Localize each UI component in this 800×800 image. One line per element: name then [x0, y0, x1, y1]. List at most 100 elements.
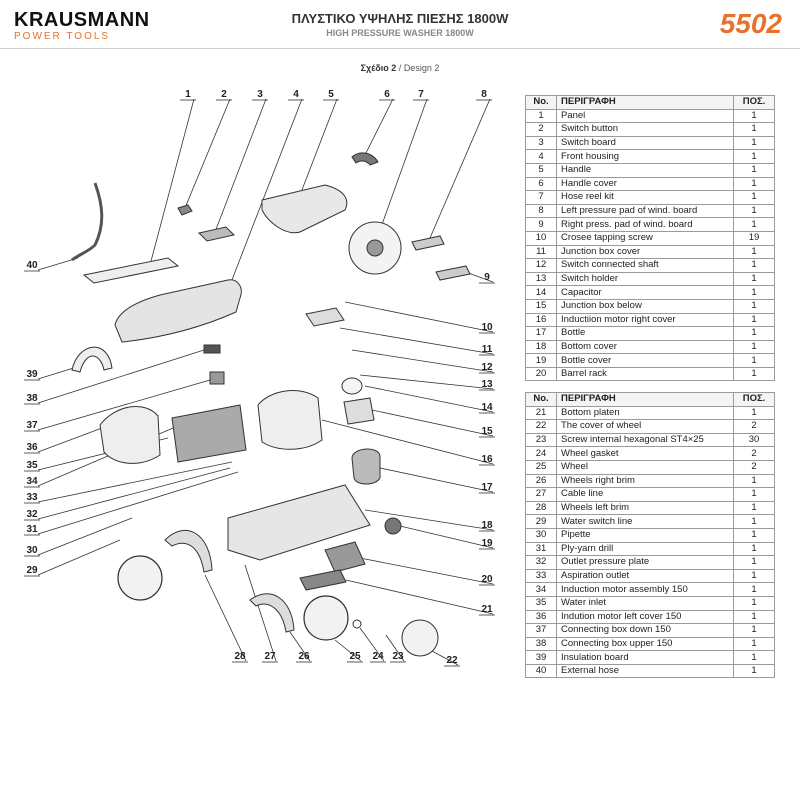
motor-right-cover-drawing — [257, 390, 323, 450]
callout-label: 7 — [418, 89, 424, 100]
part-description: Wheels right brim — [556, 473, 734, 489]
callout-label: 6 — [384, 89, 390, 100]
wheel-cover-drawing — [401, 619, 439, 657]
part-quantity: 1 — [733, 326, 775, 341]
part-number: 19 — [525, 353, 557, 368]
header-divider — [0, 48, 800, 49]
leader-line — [37, 461, 233, 503]
header-description: ΠΕΡΙΓΡΑΦΗ — [556, 392, 734, 407]
left-pressure-pad-drawing — [411, 235, 445, 251]
part-number: 9 — [525, 217, 557, 232]
leader-line — [359, 374, 494, 390]
part-number: 18 — [525, 339, 557, 355]
part-number: 12 — [525, 258, 557, 273]
model-number: 5502 — [719, 8, 782, 39]
leader-line — [37, 517, 133, 556]
part-quantity: 1 — [733, 298, 775, 314]
part-number: 28 — [525, 500, 557, 516]
part-number: 2 — [525, 122, 557, 137]
callout-label: 17 — [481, 482, 493, 493]
part-number: 24 — [525, 446, 557, 461]
leader-line — [37, 379, 211, 431]
leader-line — [364, 385, 494, 413]
barrel-rack-drawing — [324, 541, 366, 573]
part-quantity: 30 — [733, 432, 775, 448]
part-number: 34 — [525, 582, 557, 597]
part-description: Switch connected shaft — [556, 258, 734, 273]
leader-line — [379, 467, 494, 493]
handle-cover-drawing — [351, 152, 379, 166]
part-quantity: 1 — [733, 258, 775, 273]
part-description: Panel — [556, 108, 734, 124]
leader-line — [229, 98, 303, 286]
callout-label: 31 — [26, 524, 38, 535]
callout-label: 16 — [481, 454, 493, 465]
part-description: Connecting box upper 150 — [556, 636, 734, 652]
callout-label: 19 — [481, 538, 493, 549]
part-description: Inductiion motor right cover — [556, 312, 734, 328]
panel-drawing — [82, 257, 180, 284]
part-number: 27 — [525, 487, 557, 502]
callout-label: 40 — [26, 260, 38, 271]
part-quantity: 1 — [733, 541, 775, 557]
callout-label: 25 — [349, 651, 361, 662]
part-quantity: 1 — [733, 500, 775, 516]
part-number: 40 — [525, 663, 557, 679]
switch-button-drawing — [177, 204, 193, 216]
callout-label: 9 — [484, 272, 490, 283]
leader-line — [364, 98, 394, 156]
leader-line — [359, 557, 494, 585]
leader-line — [37, 349, 205, 404]
leader-line — [429, 98, 491, 239]
header-description: ΠΕΡΙΓΡΑΦΗ — [556, 95, 734, 110]
part-description: Junction box below — [556, 298, 734, 314]
leader-line — [379, 98, 428, 231]
part-description: Pipette — [556, 527, 734, 543]
part-number: 23 — [525, 432, 557, 448]
part-number: 15 — [525, 298, 557, 314]
part-quantity: 1 — [733, 527, 775, 543]
part-description: Handle — [556, 162, 734, 178]
callout-label: 24 — [372, 651, 384, 662]
title-greek: ΠΛΥΣΤΙΚΟ ΥΨΗΛΗΣ ΠΙΕΣΗΣ 1800W — [291, 11, 509, 26]
brand-name: KRAUSMANN — [14, 9, 150, 31]
insulation-board-drawing — [71, 346, 113, 373]
leader-line — [37, 257, 79, 271]
leader-line — [37, 471, 239, 535]
hose-reel-hub-drawing — [366, 239, 384, 257]
part-description: Connecting box down 150 — [556, 623, 734, 638]
callout-label: 14 — [481, 402, 493, 413]
part-number: 6 — [525, 176, 557, 192]
right-pressure-pad-drawing — [435, 265, 471, 281]
part-description: Junction box cover — [556, 244, 734, 260]
part-number: 25 — [525, 459, 557, 475]
part-quantity: 1 — [733, 366, 775, 382]
callout-label: 29 — [26, 565, 38, 576]
part-number: 7 — [525, 190, 557, 205]
table-header-row: No. ΠΕΡΙΓΡΑΦΗ ΠΟΣ. — [525, 392, 775, 407]
wheel-gasket-drawing — [352, 619, 362, 629]
leader-line — [364, 509, 494, 531]
part-description: Bottle cover — [556, 353, 734, 368]
part-quantity: 1 — [733, 190, 775, 205]
part-quantity: 1 — [733, 149, 775, 164]
title-english: HIGH PRESSURE WASHER 1800W — [326, 28, 474, 38]
callout-label: 10 — [481, 322, 493, 333]
leader-line — [299, 98, 338, 196]
part-quantity: 1 — [733, 568, 775, 584]
